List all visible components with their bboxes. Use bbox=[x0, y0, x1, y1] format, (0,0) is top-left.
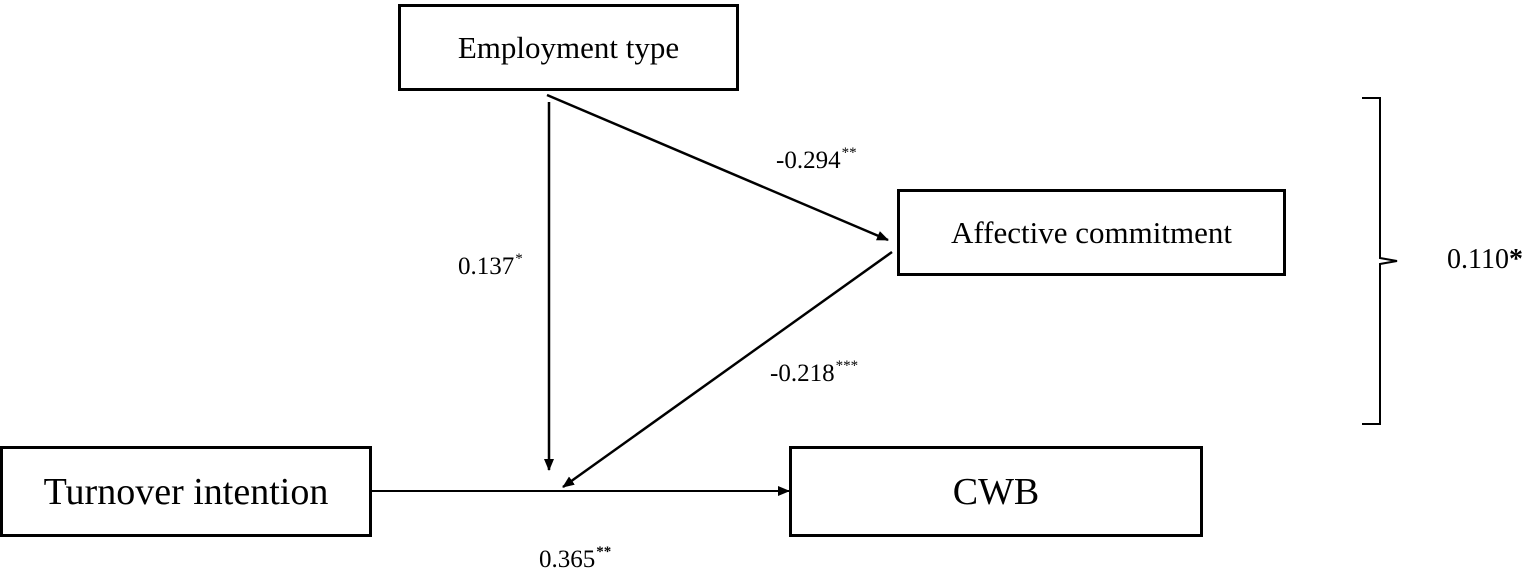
coef-employment-to-moderation: 0.137* bbox=[458, 251, 523, 280]
coef-employment-to-affective: -0.294** bbox=[776, 145, 857, 174]
coef-affective-to-moderation: -0.218*** bbox=[770, 358, 859, 387]
coef-turnover-to-cwb-value: 0.365 bbox=[539, 546, 596, 573]
total-effect-bracket bbox=[1362, 97, 1398, 425]
arrow-employment-to-affective bbox=[546, 93, 889, 242]
coef-employment-to-moderation-value: 0.137 bbox=[458, 253, 515, 280]
coef-turnover-to-cwb-stars: ** bbox=[596, 544, 612, 560]
affective-commitment-box: Affective commitment bbox=[897, 189, 1286, 276]
cwb-box: CWB bbox=[789, 446, 1203, 537]
affective-commitment-label: Affective commitment bbox=[951, 214, 1232, 250]
arrow-affective-to-moderation bbox=[562, 250, 893, 489]
coef-affective-to-moderation-stars: *** bbox=[835, 358, 859, 374]
coef-employment-to-moderation-stars: * bbox=[515, 251, 523, 267]
coef-employment-to-affective-value: -0.294 bbox=[776, 147, 841, 174]
cwb-label: CWB bbox=[952, 470, 1040, 513]
coef-employment-to-affective-stars: ** bbox=[841, 145, 857, 161]
total-effect-value: 0.110 bbox=[1447, 244, 1509, 275]
coef-turnover-to-cwb: 0.365** bbox=[539, 544, 612, 573]
turnover-intention-box: Turnover intention bbox=[0, 446, 372, 537]
total-effect-stars: * bbox=[1508, 244, 1523, 275]
employment-type-label: Employment type bbox=[457, 29, 680, 65]
employment-type-box: Employment type bbox=[398, 4, 739, 91]
total-effect-label: 0.110* bbox=[1447, 246, 1523, 274]
turnover-intention-label: Turnover intention bbox=[43, 470, 329, 513]
coef-affective-to-moderation-value: -0.218 bbox=[770, 360, 835, 387]
